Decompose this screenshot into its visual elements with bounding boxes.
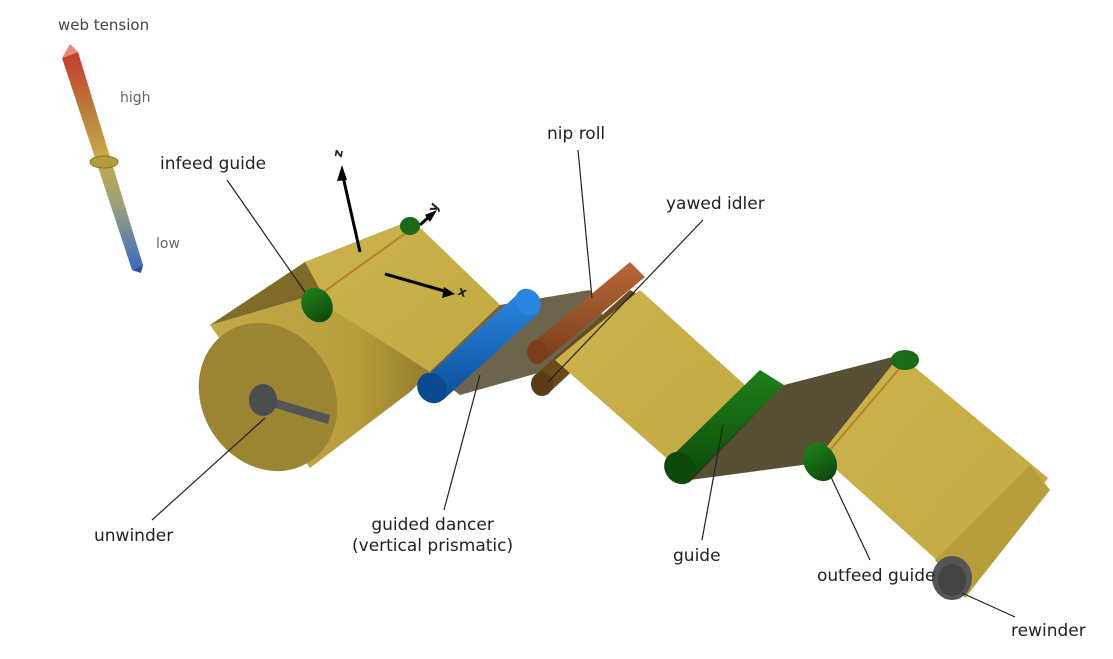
legend-low-label: low [156,236,180,252]
leader-lines [151,149,1016,618]
nip-roll-label: nip roll [547,124,606,144]
axis-z-arrow [337,165,362,253]
outfeed-guide-label: outfeed guide [817,566,936,586]
rewinder-label: rewinder [1011,621,1086,641]
web-segment-1 [305,220,500,372]
axis-y-arrow [418,210,437,227]
guided-dancer-label: guided dancer (vertical prismatic) [352,515,513,557]
rewinder-roll [932,465,1050,600]
guided-dancer-roller [417,288,541,404]
legend-high-label: high [120,90,151,106]
nip-roll [527,262,645,364]
outfeed-guide-roller [802,350,919,482]
infeed-guide-roller [301,217,420,323]
guide-roller [664,370,784,485]
web-shadow-2 [690,355,900,480]
unwinder-label: unwinder [94,526,174,546]
yawed-idler-label: yawed idler [666,194,765,214]
infeed-guide-label: infeed guide [160,154,267,174]
tension-legend-bar [62,44,143,273]
guided-dancer-label-line1: guided dancer [371,515,494,535]
guided-dancer-label-line2: (vertical prismatic) [352,536,514,556]
web-segment-2 [555,290,745,470]
axis-x-arrow [384,272,455,298]
legend-title: web tension [58,16,150,34]
guide-label: guide [673,546,721,566]
